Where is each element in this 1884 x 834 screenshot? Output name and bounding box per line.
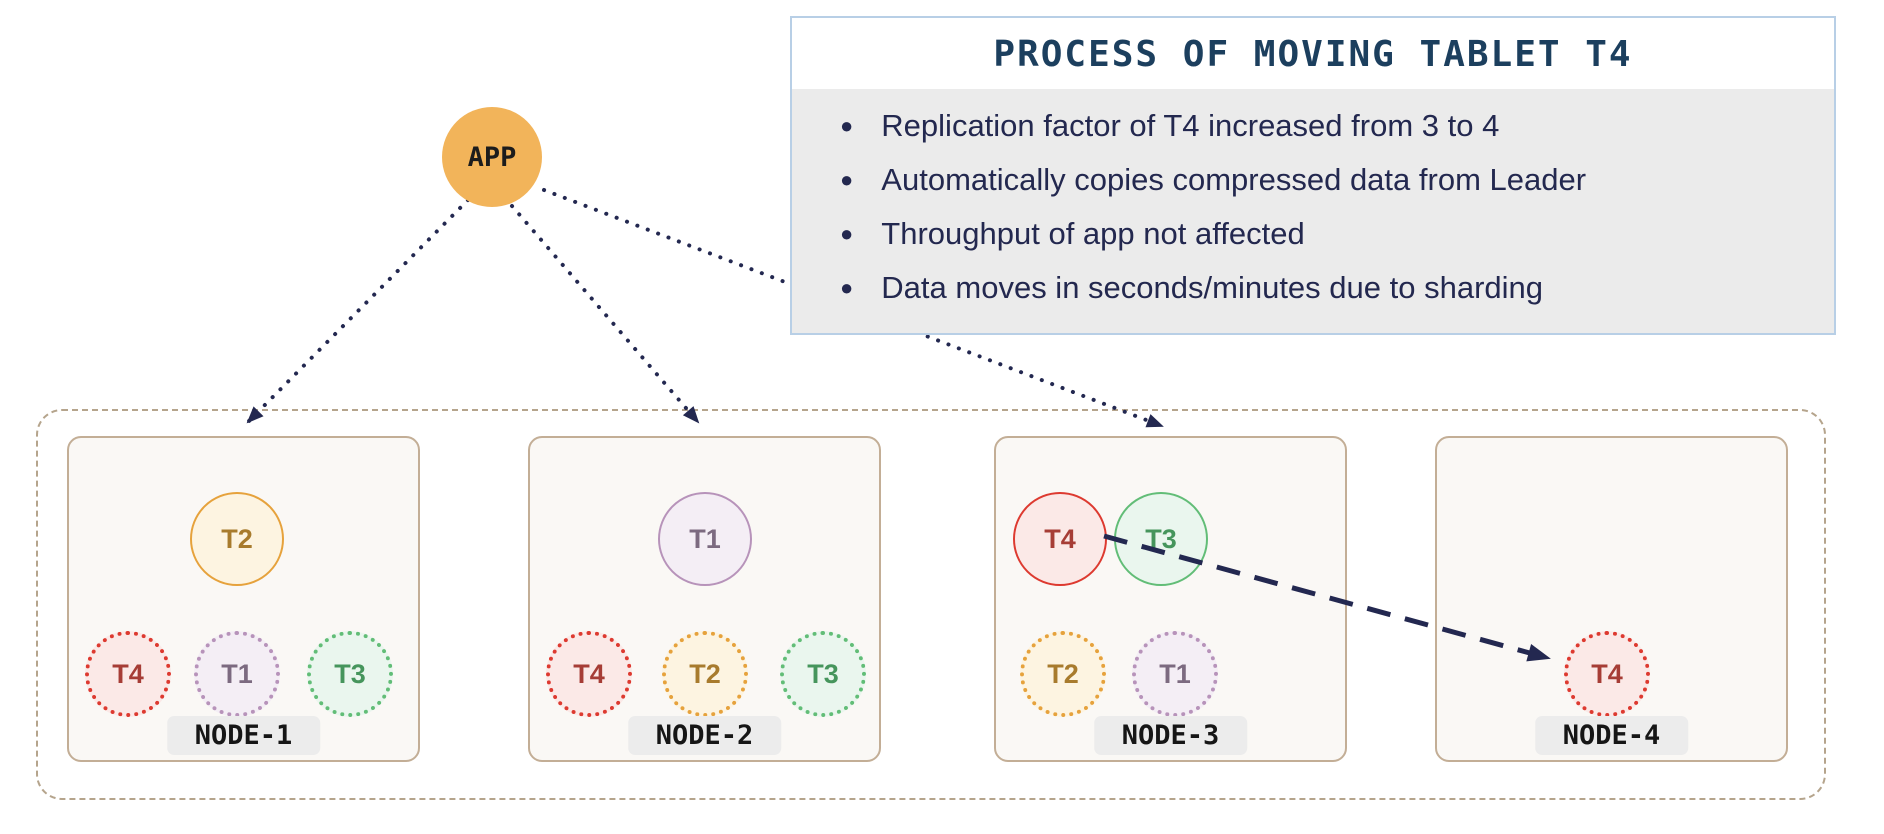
node-1-label: NODE-1 [166, 716, 321, 755]
app-label: APP [467, 141, 517, 173]
tablet-label: T1 [689, 523, 721, 554]
tablet-label: T3 [807, 658, 839, 689]
bullet-text: Automatically copies compressed data fro… [881, 162, 1587, 197]
bullet-item: ● Automatically copies compressed data f… [840, 153, 1814, 207]
arrow-app-to-node-1 [246, 198, 470, 424]
bullet-item: ● Throughput of app not affected [840, 207, 1814, 261]
bullet-text: Data moves in seconds/minutes due to sha… [881, 270, 1543, 305]
node-3: T4 T3 T2 T1 NODE-3 [994, 436, 1347, 762]
bullet-text: Throughput of app not affected [881, 216, 1305, 251]
tablet-label: T3 [334, 658, 366, 689]
tablet-label: T4 [573, 658, 605, 689]
info-box-title: PROCESS OF MOVING TABLET T4 [993, 34, 1633, 75]
tablet-t4-solid: T4 [1013, 492, 1107, 586]
tablet-t3-solid: T3 [1114, 492, 1208, 586]
bullet-icon: ● [840, 275, 854, 300]
bullet-icon: ● [840, 221, 854, 246]
bullet-item: ● Replication factor of T4 increased fro… [840, 99, 1814, 153]
tablet-t3-replica: T3 [307, 631, 393, 717]
tablet-label: T2 [221, 523, 253, 554]
tablet-label: T4 [1044, 523, 1076, 554]
tablet-t3-replica: T3 [780, 631, 866, 717]
tablet-t1-solid: T1 [658, 492, 752, 586]
bullet-item: ● Data moves in seconds/minutes due to s… [840, 261, 1814, 315]
tablet-t4-new-replica: T4 [1564, 631, 1650, 717]
tablet-label: T2 [1047, 658, 1079, 689]
tablet-t1-replica: T1 [194, 631, 280, 717]
bullet-text: Replication factor of T4 increased from … [881, 108, 1500, 143]
tablet-label: T1 [1159, 658, 1191, 689]
tablet-t4-replica: T4 [546, 631, 632, 717]
tablet-t1-replica: T1 [1132, 631, 1218, 717]
tablet-t2-replica: T2 [1020, 631, 1106, 717]
app-node: APP [442, 107, 542, 207]
tablet-label: T4 [1591, 658, 1623, 689]
tablet-t2-replica: T2 [662, 631, 748, 717]
node-2-label: NODE-2 [627, 716, 782, 755]
tablet-label: T4 [112, 658, 144, 689]
node-3-label: NODE-3 [1093, 716, 1248, 755]
node-2: T1 T4 T2 T3 NODE-2 [528, 436, 881, 762]
arrow-app-to-node-2 [510, 204, 700, 424]
info-box-bullets: ● Replication factor of T4 increased fro… [792, 89, 1834, 333]
bullet-icon: ● [840, 113, 854, 138]
tablet-label: T3 [1145, 523, 1177, 554]
node-1: T2 T4 T1 T3 NODE-1 [67, 436, 420, 762]
tablet-t2-solid: T2 [190, 492, 284, 586]
tablet-label: T2 [689, 658, 721, 689]
info-box: PROCESS OF MOVING TABLET T4 ● Replicatio… [790, 16, 1836, 335]
node-4: T4 NODE-4 [1435, 436, 1788, 762]
bullet-icon: ● [840, 167, 854, 192]
tablet-label: T1 [221, 658, 253, 689]
node-4-label: NODE-4 [1534, 716, 1689, 755]
tablet-t4-replica: T4 [85, 631, 171, 717]
